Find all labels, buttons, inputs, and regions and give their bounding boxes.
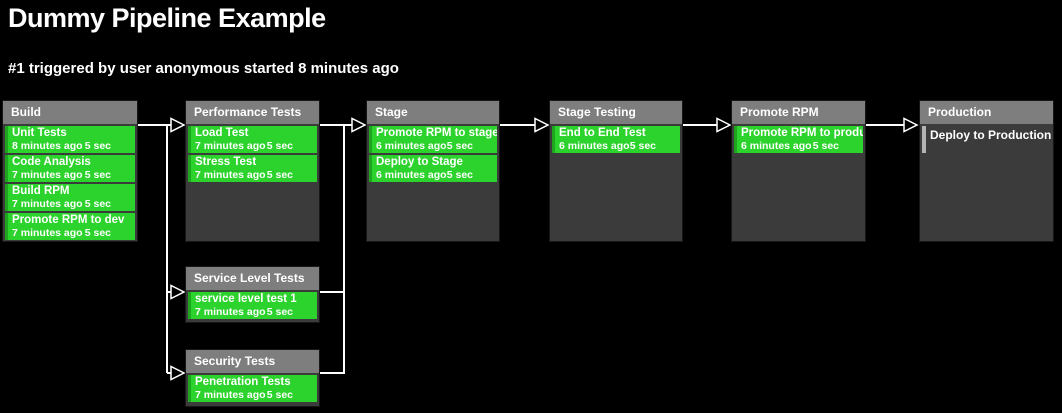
stage-header: Service Level Tests xyxy=(186,267,319,290)
job-started: 7 minutes ago xyxy=(195,306,266,318)
stage-header: Stage xyxy=(367,101,499,124)
job-duration: 5 sec xyxy=(84,198,111,210)
job-card-deploy-to-production[interactable]: Deploy to Production xyxy=(922,126,1051,153)
job-title: Promote RPM to production xyxy=(741,127,863,139)
job-started: 7 minutes ago xyxy=(195,140,266,152)
job-card-penetration-tests[interactable]: Penetration Tests 7 minutes ago 5 sec xyxy=(188,375,317,402)
job-title: Promote RPM to dev xyxy=(12,214,125,226)
stage-header: Build xyxy=(3,101,137,124)
arrowhead-service-level xyxy=(170,284,186,300)
job-meta: 6 minutes ago 5 sec xyxy=(737,140,863,152)
stage-header: Performance Tests xyxy=(186,101,319,124)
job-duration: 5 sec xyxy=(446,169,473,181)
job-started: 7 minutes ago xyxy=(195,389,266,401)
job-card-stress-test[interactable]: Stress Test 7 minutes ago 5 sec xyxy=(188,155,317,182)
stage-column-service-level-tests: Service Level Tests service level test 1… xyxy=(185,266,320,323)
job-title: Code Analysis xyxy=(12,156,91,168)
job-title: End to End Test xyxy=(559,127,646,139)
job-started: 6 minutes ago xyxy=(559,140,630,152)
arrowhead-stage-testing xyxy=(534,117,550,133)
stage-column-build: Build Unit Tests 8 minutes ago 5 sec Cod… xyxy=(2,100,138,242)
job-title: Promote RPM to stage xyxy=(376,127,497,139)
arrowhead-security xyxy=(170,365,186,381)
job-duration: 5 sec xyxy=(266,140,293,152)
job-duration: 5 sec xyxy=(266,306,293,318)
job-title: Penetration Tests xyxy=(195,376,291,388)
job-started: 6 minutes ago xyxy=(376,169,447,181)
job-meta: 7 minutes ago 5 sec xyxy=(8,227,135,239)
job-card-code-analysis[interactable]: Code Analysis 7 minutes ago 5 sec xyxy=(5,155,135,182)
job-title: service level test 1 xyxy=(195,293,297,305)
job-card-unit-tests[interactable]: Unit Tests 8 minutes ago 5 sec xyxy=(5,126,135,153)
arrowhead-performance xyxy=(170,117,186,133)
job-duration: 5 sec xyxy=(629,140,656,152)
job-card-service-level-test-1[interactable]: service level test 1 7 minutes ago 5 sec xyxy=(188,292,317,319)
job-meta: 7 minutes ago 5 sec xyxy=(191,306,317,318)
job-duration: 5 sec xyxy=(84,140,111,152)
page-title: Dummy Pipeline Example xyxy=(8,3,326,33)
job-card-load-test[interactable]: Load Test 7 minutes ago 5 sec xyxy=(188,126,317,153)
job-card-deploy-to-stage[interactable]: Deploy to Stage 6 minutes ago 5 sec xyxy=(369,155,497,182)
stage-column-promote-rpm: Promote RPM Promote RPM to production 6 … xyxy=(731,100,866,242)
job-meta: 7 minutes ago 5 sec xyxy=(8,169,135,181)
job-card-end-to-end-test[interactable]: End to End Test 6 minutes ago 5 sec xyxy=(552,126,680,153)
job-title: Deploy to Production xyxy=(930,128,1051,142)
arrowhead-stage xyxy=(351,117,367,133)
stage-column-performance-tests: Performance Tests Load Test 7 minutes ag… xyxy=(185,100,320,242)
job-title: Unit Tests xyxy=(12,127,67,139)
stage-column-production: Production Deploy to Production xyxy=(919,100,1054,242)
run-info: #1 triggered by user anonymous started 8… xyxy=(8,60,399,77)
job-meta: 7 minutes ago 5 sec xyxy=(191,140,317,152)
job-duration: 5 sec xyxy=(266,169,293,181)
job-duration: 5 sec xyxy=(84,227,111,239)
stage-header: Promote RPM xyxy=(732,101,865,124)
job-title: Build RPM xyxy=(12,185,70,197)
arrowhead-production xyxy=(903,117,919,133)
job-meta: 7 minutes ago 5 sec xyxy=(191,389,317,401)
job-duration: 5 sec xyxy=(812,140,839,152)
job-meta: 7 minutes ago 5 sec xyxy=(191,169,317,181)
job-duration: 5 sec xyxy=(446,140,473,152)
job-duration: 5 sec xyxy=(84,169,111,181)
job-started: 8 minutes ago xyxy=(12,140,83,152)
job-started: 6 minutes ago xyxy=(741,140,812,152)
job-meta: 7 minutes ago 5 sec xyxy=(8,198,135,210)
stage-column-security-tests: Security Tests Penetration Tests 7 minut… xyxy=(185,349,320,407)
job-started: 7 minutes ago xyxy=(12,198,83,210)
job-meta: 6 minutes ago 5 sec xyxy=(372,140,497,152)
stage-header: Security Tests xyxy=(186,350,319,373)
job-title: Load Test xyxy=(195,127,249,139)
job-started: 6 minutes ago xyxy=(376,140,447,152)
job-card-promote-rpm-to-dev[interactable]: Promote RPM to dev 7 minutes ago 5 sec xyxy=(5,213,135,240)
stage-header: Production xyxy=(920,101,1053,124)
job-duration: 5 sec xyxy=(266,389,293,401)
job-card-promote-rpm-to-stage[interactable]: Promote RPM to stage 6 minutes ago 5 sec xyxy=(369,126,497,153)
job-started: 7 minutes ago xyxy=(195,169,266,181)
stage-header: Stage Testing xyxy=(550,101,682,124)
job-title: Deploy to Stage xyxy=(376,156,463,168)
job-started: 7 minutes ago xyxy=(12,169,83,181)
job-card-build-rpm[interactable]: Build RPM 7 minutes ago 5 sec xyxy=(5,184,135,211)
job-meta: 8 minutes ago 5 sec xyxy=(8,140,135,152)
stage-column-stage: Stage Promote RPM to stage 6 minutes ago… xyxy=(366,100,500,242)
stage-column-stage-testing: Stage Testing End to End Test 6 minutes … xyxy=(549,100,683,242)
job-meta: 6 minutes ago 5 sec xyxy=(372,169,497,181)
job-started: 7 minutes ago xyxy=(12,227,83,239)
arrowhead-promote-rpm xyxy=(716,117,732,133)
job-title: Stress Test xyxy=(195,156,257,168)
job-meta: 6 minutes ago 5 sec xyxy=(555,140,680,152)
job-card-promote-rpm-to-production[interactable]: Promote RPM to production 6 minutes ago … xyxy=(734,126,863,153)
